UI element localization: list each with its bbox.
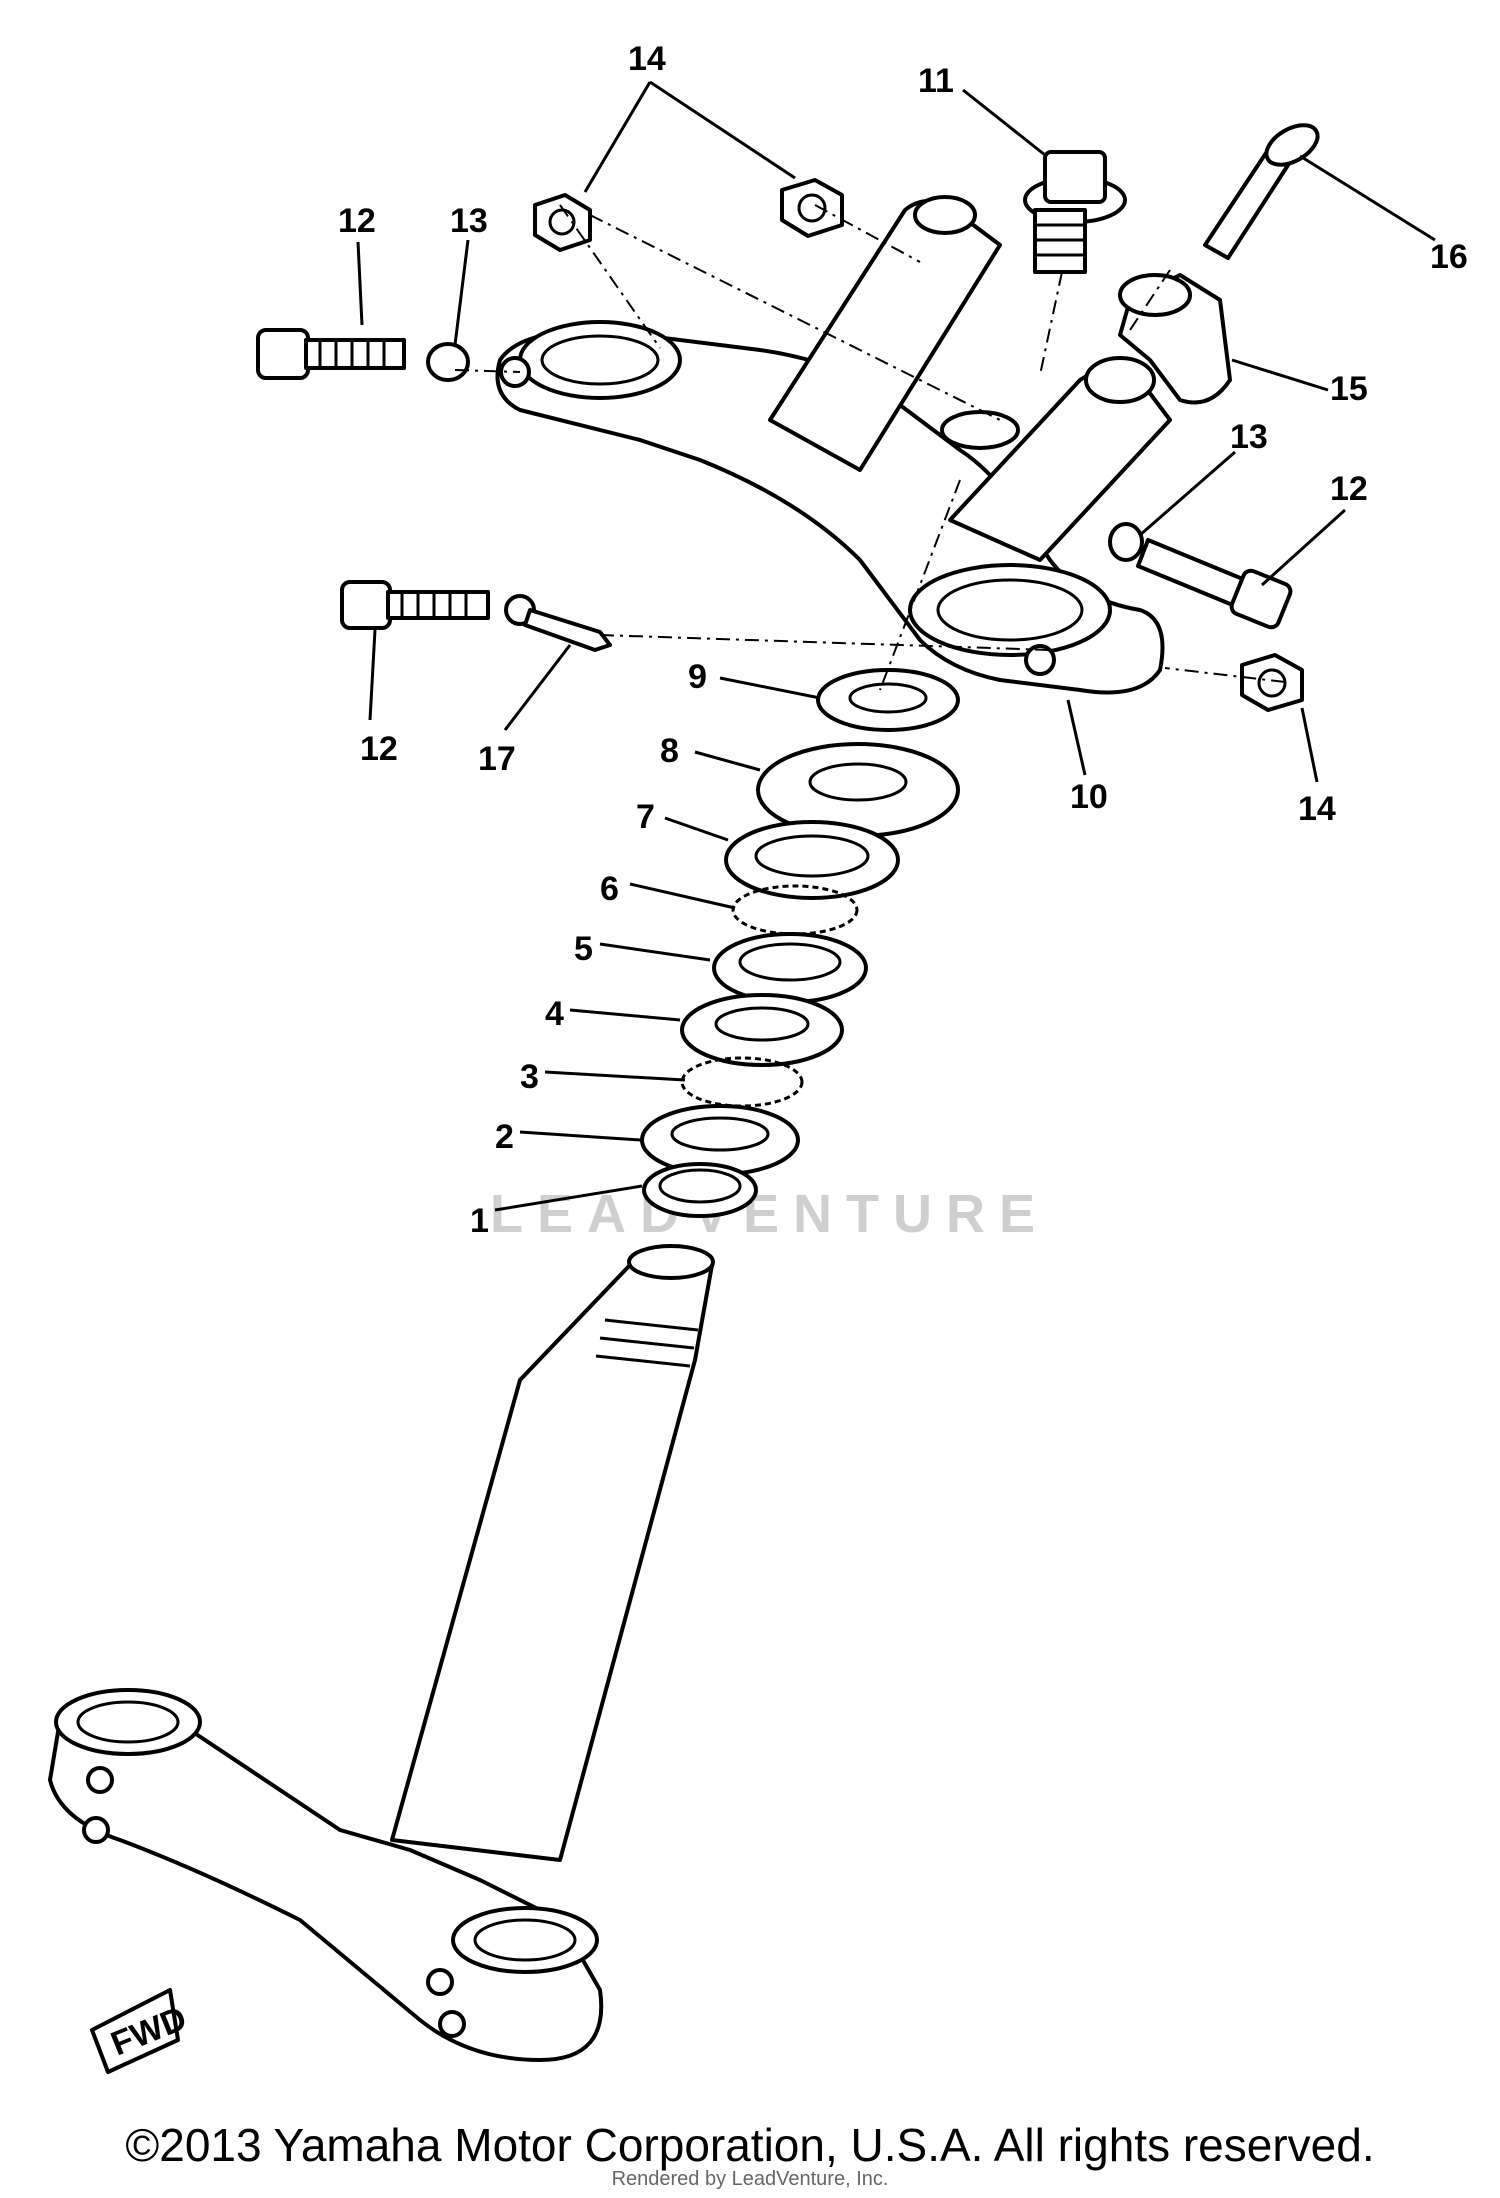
lock-washer-17[interactable]	[504, 594, 612, 652]
callout-12c: 12	[1330, 470, 1368, 508]
callout-3: 3	[520, 1058, 539, 1096]
callout-6: 6	[600, 870, 619, 908]
rendered-by-notice: Rendered by LeadVenture, Inc.	[611, 2168, 889, 2190]
race-5[interactable]	[712, 932, 868, 1004]
callout-14a: 14	[628, 40, 666, 78]
callout-16: 16	[1430, 238, 1468, 276]
fwd-arrow-icon: FWD	[90, 1988, 192, 2074]
race-4[interactable]	[680, 993, 844, 1067]
callout-7: 7	[636, 798, 655, 836]
seal-7[interactable]	[724, 820, 900, 900]
callout-13b: 13	[1230, 418, 1268, 456]
seal-1[interactable]	[642, 1162, 758, 1218]
ring-nut-9[interactable]	[816, 668, 960, 732]
nut-14-top-right[interactable]	[780, 178, 844, 238]
watermark: LEADVENTURE	[490, 1184, 1049, 1244]
callout-17: 17	[478, 740, 516, 778]
callout-11: 11	[918, 62, 954, 100]
callout-12b: 12	[360, 730, 398, 768]
upper-bracket[interactable]	[495, 195, 1172, 695]
bolt-11[interactable]	[1023, 150, 1127, 274]
callout-15: 15	[1330, 370, 1368, 408]
bolt-12-upper-left[interactable]	[256, 328, 406, 380]
washer-13-right[interactable]	[1108, 522, 1144, 562]
callout-9: 9	[688, 658, 707, 696]
callout-13a: 13	[450, 202, 488, 240]
balls-3[interactable]	[680, 1056, 804, 1108]
steering-stem[interactable]	[48, 1244, 715, 2062]
bolt-12-right[interactable]	[1136, 538, 1293, 630]
callout-12a: 12	[338, 202, 376, 240]
callout-5: 5	[574, 930, 593, 968]
callout-14b: 14	[1298, 790, 1336, 828]
callout-8: 8	[660, 732, 679, 770]
nut-14-top-left[interactable]	[533, 193, 592, 252]
copyright-notice: ©2013 Yamaha Motor Corporation, U.S.A. A…	[125, 2119, 1375, 2171]
bolt-16[interactable]	[1203, 117, 1324, 260]
washer-13-left[interactable]	[426, 342, 470, 382]
callout-2: 2	[495, 1118, 514, 1156]
callout-1: 1	[470, 1202, 489, 1240]
callout-10: 10	[1070, 778, 1108, 816]
bolt-12-lower-left[interactable]	[340, 580, 490, 630]
nut-14-bottom-right[interactable]	[1240, 653, 1304, 712]
callout-4: 4	[545, 995, 564, 1033]
holder-15[interactable]	[1118, 273, 1232, 405]
